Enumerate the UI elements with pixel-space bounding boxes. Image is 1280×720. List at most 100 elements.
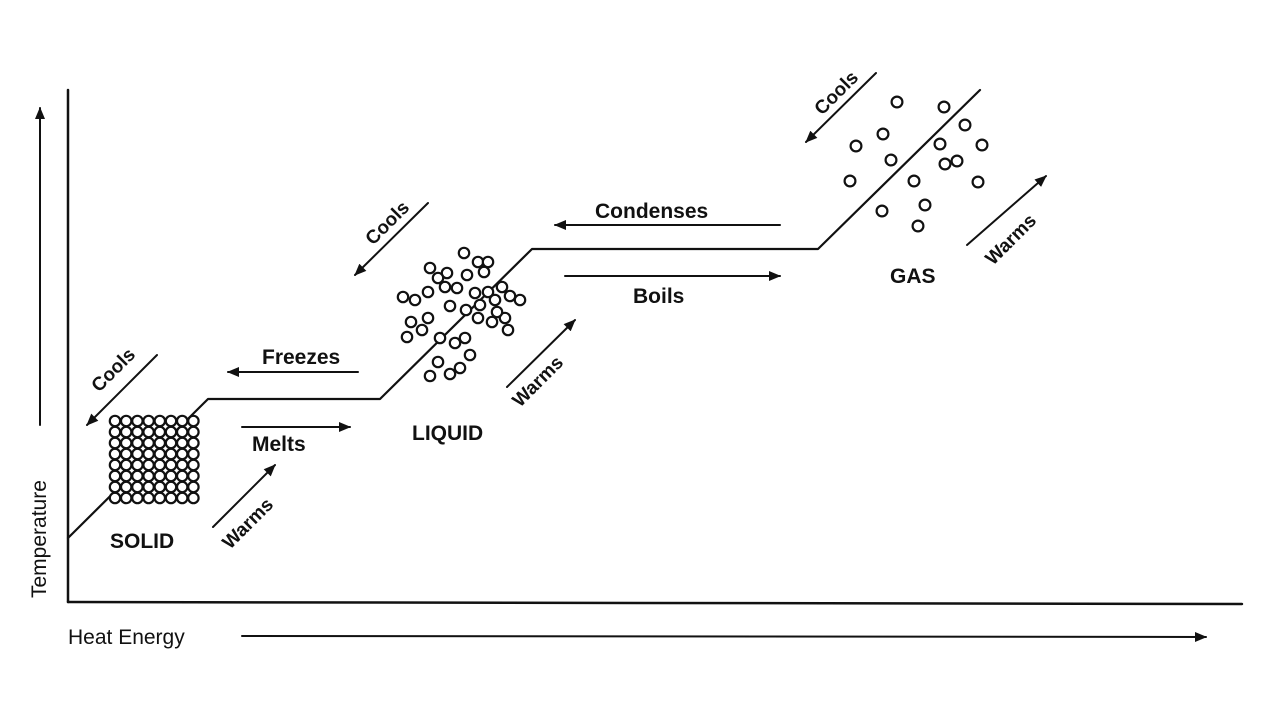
molecule	[108, 436, 122, 450]
molecule	[108, 414, 122, 428]
y-axis-label: Temperature	[28, 480, 51, 598]
molecule	[975, 138, 989, 152]
gas-molecules	[843, 95, 989, 233]
molecule	[131, 447, 144, 461]
molecule	[142, 425, 155, 439]
molecule	[481, 285, 495, 299]
molecule	[119, 414, 133, 428]
molecule	[187, 425, 200, 439]
molecule	[468, 286, 482, 300]
molecule	[396, 290, 410, 304]
molecule	[131, 480, 144, 494]
molecule	[175, 491, 189, 505]
molecule	[488, 293, 502, 307]
molecule	[911, 219, 925, 233]
molecule	[471, 311, 485, 325]
molecule	[108, 425, 122, 439]
molecule	[164, 447, 178, 461]
molecule	[142, 436, 155, 450]
molecule	[108, 469, 122, 483]
molecule	[119, 480, 133, 494]
boils-label: Boils	[633, 285, 684, 308]
molecule	[485, 315, 499, 329]
warms-label-gas: Warms	[982, 210, 1041, 269]
molecule	[400, 330, 414, 344]
solid-label: SOLID	[110, 530, 174, 553]
warms-arrow-liquid	[506, 319, 576, 388]
molecule	[481, 255, 495, 269]
molecule	[498, 311, 512, 325]
molecule	[131, 425, 144, 439]
molecule	[843, 174, 857, 188]
molecule	[876, 127, 890, 141]
molecule	[513, 293, 527, 307]
warms-label-solid: Warms	[219, 494, 278, 553]
molecule	[495, 280, 509, 294]
molecule	[119, 458, 133, 472]
warms-arrow-gas	[966, 175, 1047, 246]
melts-label: Melts	[252, 433, 306, 456]
x-axis-label: Heat Energy	[68, 626, 185, 649]
molecule	[448, 336, 462, 350]
molecule	[153, 480, 167, 494]
molecule	[164, 469, 178, 483]
molecule	[187, 414, 200, 428]
molecule	[187, 469, 200, 483]
molecule	[937, 100, 951, 114]
molecule	[175, 447, 189, 461]
molecule	[460, 268, 474, 282]
molecule	[431, 271, 445, 285]
molecule	[849, 139, 863, 153]
molecule	[153, 458, 167, 472]
molecule	[933, 137, 947, 151]
molecule	[187, 480, 200, 494]
cools-arrow-solid	[86, 354, 158, 426]
molecule	[433, 331, 447, 345]
molecule	[164, 414, 178, 428]
molecule	[457, 246, 471, 260]
molecule	[918, 198, 932, 212]
molecule	[164, 458, 178, 472]
molecule	[164, 491, 178, 505]
molecule	[164, 425, 178, 439]
molecule	[421, 285, 435, 299]
molecule	[431, 355, 445, 369]
molecule	[421, 311, 435, 325]
solid-molecules	[108, 414, 200, 505]
molecule	[164, 436, 178, 450]
molecule	[477, 265, 491, 279]
molecule	[119, 447, 133, 461]
molecule	[175, 425, 189, 439]
molecule	[142, 469, 155, 483]
molecule	[131, 491, 144, 505]
molecule	[187, 436, 200, 450]
molecule	[463, 348, 477, 362]
molecule	[119, 425, 133, 439]
molecule	[958, 118, 972, 132]
molecule	[459, 303, 473, 317]
molecule	[458, 331, 472, 345]
molecule	[142, 480, 155, 494]
molecule	[175, 436, 189, 450]
molecule	[443, 367, 457, 381]
molecule	[131, 469, 144, 483]
molecule	[108, 447, 122, 461]
condenses-label: Condenses	[595, 200, 708, 223]
x-axis-arrow	[241, 631, 1207, 642]
molecule	[153, 414, 167, 428]
gas-label: GAS	[890, 265, 936, 288]
molecule	[415, 323, 429, 337]
molecule	[453, 361, 467, 375]
molecule	[438, 280, 452, 294]
molecule	[131, 458, 144, 472]
cools-arrow-gas	[805, 72, 877, 143]
molecule	[142, 414, 155, 428]
molecule	[423, 261, 437, 275]
molecule	[108, 480, 122, 494]
molecule	[907, 174, 921, 188]
molecule	[408, 293, 422, 307]
heating-curve	[66, 88, 982, 540]
molecule	[175, 458, 189, 472]
molecule	[153, 447, 167, 461]
